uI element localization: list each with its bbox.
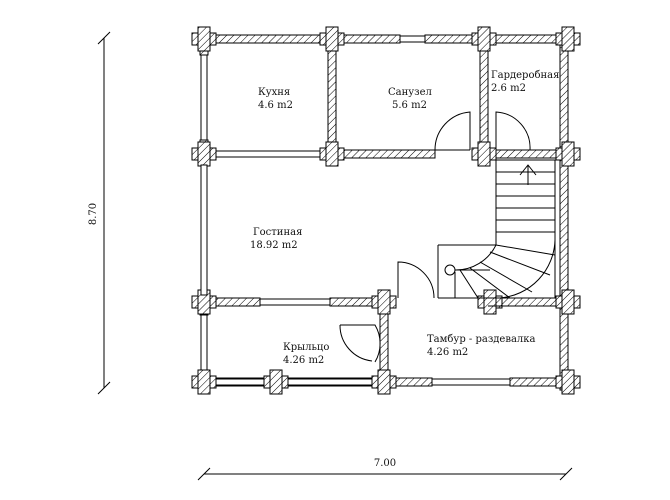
vestibule-area: 4.26 m2 (427, 347, 468, 358)
doors (339, 111, 531, 363)
log-corners (191, 26, 581, 395)
kitchen-area: 4.6 m2 (258, 100, 293, 111)
wardrobe-area: 2.6 m2 (491, 83, 526, 94)
staircase (437, 159, 556, 299)
bathroom-name: Санузел (388, 87, 432, 98)
bathroom-area: 5.6 m2 (392, 100, 427, 111)
porch-name: Крыльцо (283, 342, 329, 353)
vestibule-name: Тамбур - раздевалка (427, 334, 536, 345)
width-dimension-label: 7.00 (374, 458, 396, 469)
windows (200, 35, 511, 386)
height-dimension (97, 31, 111, 395)
living-name: Гостиная (253, 227, 302, 238)
wardrobe-name: Гардеробная (491, 70, 559, 81)
porch-area: 4.26 m2 (283, 355, 324, 366)
kitchen-name: Кухня (258, 87, 290, 98)
living-area: 18.92 m2 (250, 240, 298, 251)
height-dimension-label: 8.70 (88, 203, 99, 225)
width-dimension (197, 467, 573, 481)
